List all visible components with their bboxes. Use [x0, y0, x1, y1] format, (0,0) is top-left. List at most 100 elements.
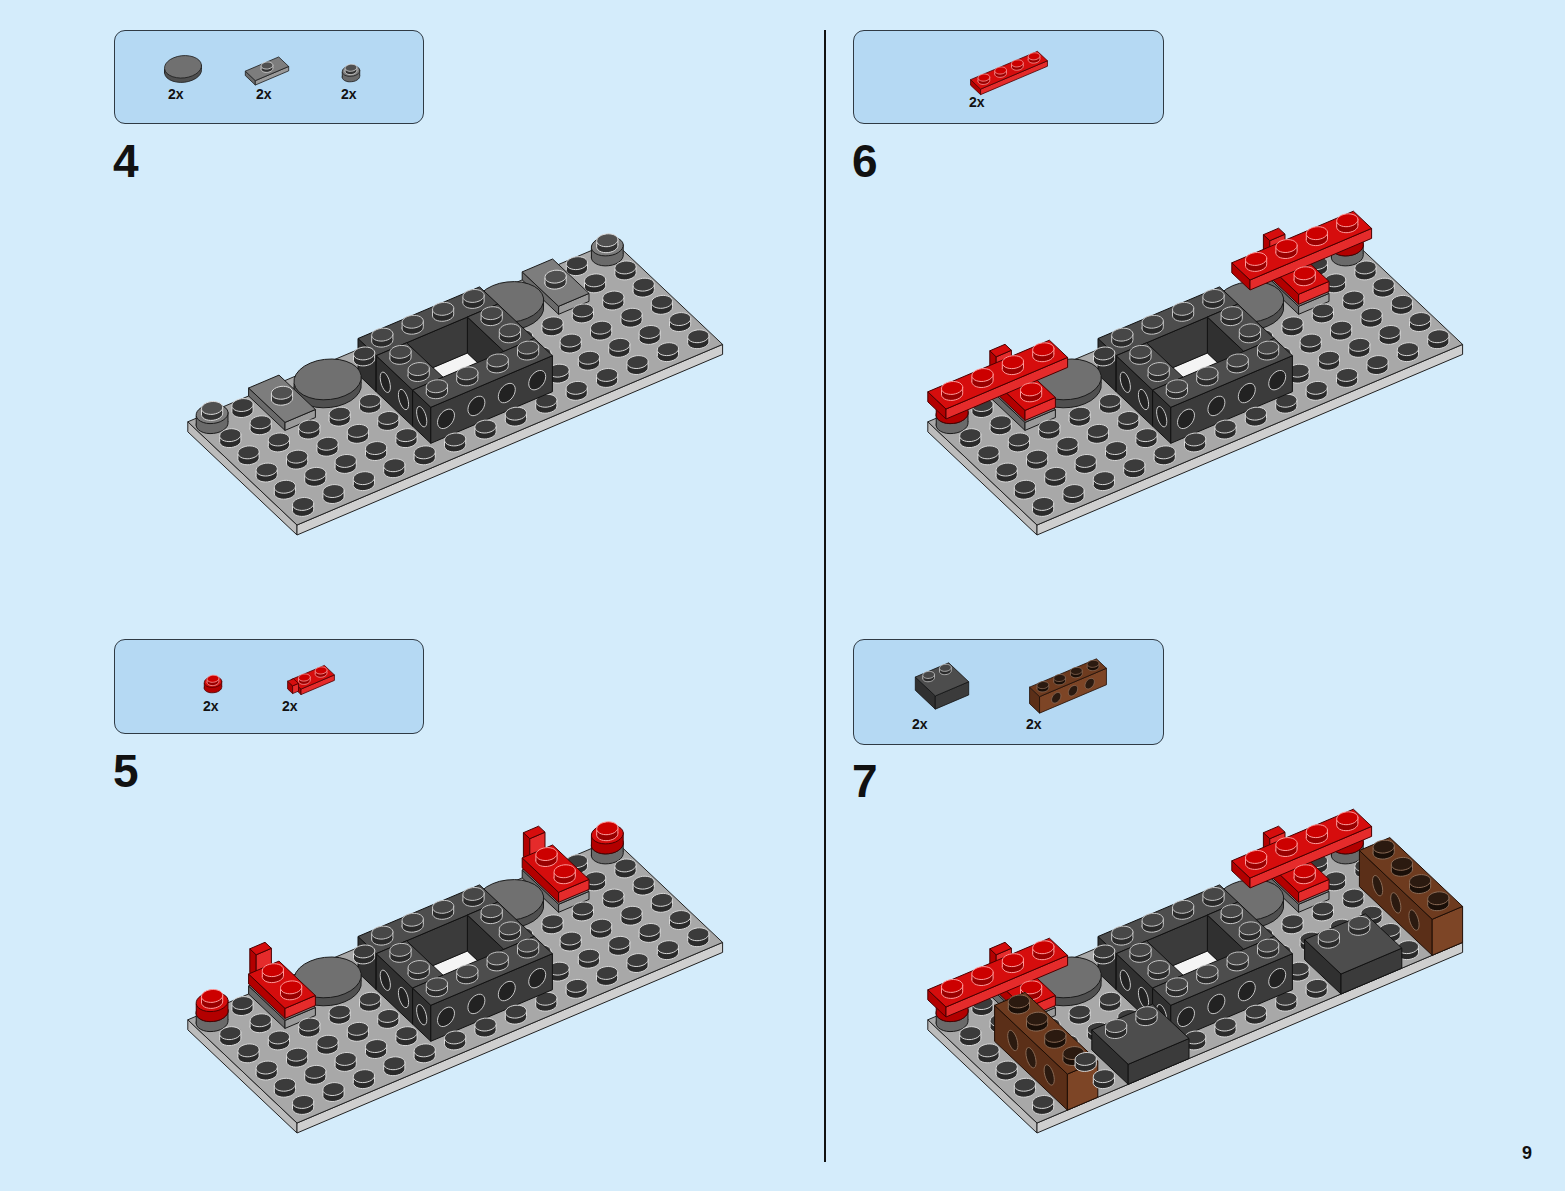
stud	[1166, 978, 1187, 991]
brick-top	[1232, 211, 1372, 280]
stud	[995, 67, 1007, 74]
stud	[1093, 472, 1114, 485]
stud	[207, 675, 219, 682]
stud	[505, 407, 526, 420]
stud	[1343, 291, 1364, 304]
stud	[597, 234, 618, 247]
stud	[603, 889, 624, 902]
stud	[1027, 1012, 1048, 1025]
stud	[315, 667, 327, 674]
stud	[591, 919, 612, 932]
stud	[1245, 1005, 1266, 1018]
stud	[475, 420, 496, 433]
stud	[329, 407, 350, 420]
quantity-label: 2x	[256, 87, 272, 102]
stud	[1239, 324, 1260, 337]
brick-top	[928, 938, 1068, 1007]
column-divider	[824, 30, 826, 1162]
stud	[299, 674, 311, 681]
text-slot: 2x	[969, 93, 985, 111]
parts-callout: 2x2x2x	[114, 30, 424, 124]
text-slot: 2x	[282, 697, 298, 715]
brick-top	[1359, 838, 1462, 920]
stud	[293, 1096, 314, 1109]
stud	[1094, 945, 1115, 958]
technic-hole	[438, 409, 455, 428]
technic-hole	[468, 396, 485, 415]
stud	[1318, 351, 1339, 364]
stud	[1258, 939, 1279, 952]
stud	[481, 307, 502, 320]
stud	[1361, 308, 1382, 321]
brick-top	[245, 57, 288, 81]
technic-hole	[1157, 407, 1167, 427]
stud	[1130, 345, 1151, 358]
build-step-model	[928, 809, 1463, 1133]
stud	[256, 1061, 277, 1074]
technic-hole	[380, 970, 390, 990]
stud	[1112, 328, 1133, 341]
stud	[390, 345, 411, 358]
part-icon	[342, 64, 360, 82]
step-number: 5	[113, 746, 139, 797]
stud	[1337, 214, 1358, 227]
stud	[396, 429, 417, 442]
technic-hole	[1391, 893, 1401, 913]
text-slot: 6	[852, 136, 878, 187]
stud	[250, 1014, 271, 1027]
stud	[1136, 429, 1157, 442]
brick-top	[990, 942, 1012, 955]
text-slot: 2x	[341, 85, 357, 103]
brick-top	[249, 375, 316, 422]
technic-hole	[1178, 409, 1195, 428]
stud	[317, 437, 338, 450]
stud	[960, 429, 981, 442]
stud	[378, 1010, 399, 1023]
stud	[402, 913, 423, 926]
stud	[487, 952, 508, 965]
stud	[585, 274, 606, 287]
stud	[942, 980, 963, 993]
stud	[560, 334, 581, 347]
stud	[1221, 905, 1242, 918]
stud	[1118, 412, 1139, 425]
stud	[384, 459, 405, 472]
stud	[1075, 1053, 1096, 1066]
brick-top	[928, 241, 1463, 525]
stud	[1391, 857, 1412, 870]
stud	[372, 328, 393, 341]
build-step-model	[188, 234, 723, 535]
stud	[1148, 961, 1169, 974]
stud	[366, 442, 387, 455]
stud	[250, 416, 271, 429]
stud	[1142, 913, 1163, 926]
stud	[572, 304, 593, 317]
stud	[402, 315, 423, 328]
stud	[305, 467, 326, 480]
brick-top	[188, 241, 723, 525]
stud	[366, 1040, 387, 1053]
stud	[1245, 407, 1266, 420]
technic-hole	[498, 383, 515, 402]
stud	[1142, 315, 1163, 328]
stud	[651, 893, 672, 906]
technic-hole	[1008, 1030, 1018, 1050]
text-slot: 2x	[912, 715, 928, 733]
stud	[323, 1083, 344, 1096]
text-slot: 2x	[256, 85, 272, 103]
stud	[960, 1027, 981, 1040]
technic-hole	[1044, 1065, 1054, 1085]
stud	[1100, 992, 1121, 1005]
technic-hole	[417, 1005, 427, 1025]
stud	[1124, 459, 1145, 472]
stud	[220, 429, 241, 442]
stud	[578, 351, 599, 364]
stud	[1014, 480, 1035, 493]
stud	[414, 446, 435, 459]
stud	[609, 338, 630, 351]
stud	[1037, 682, 1049, 689]
stud	[651, 295, 672, 308]
quantity-label: 2x	[1026, 717, 1042, 732]
technic-hole	[529, 371, 546, 390]
